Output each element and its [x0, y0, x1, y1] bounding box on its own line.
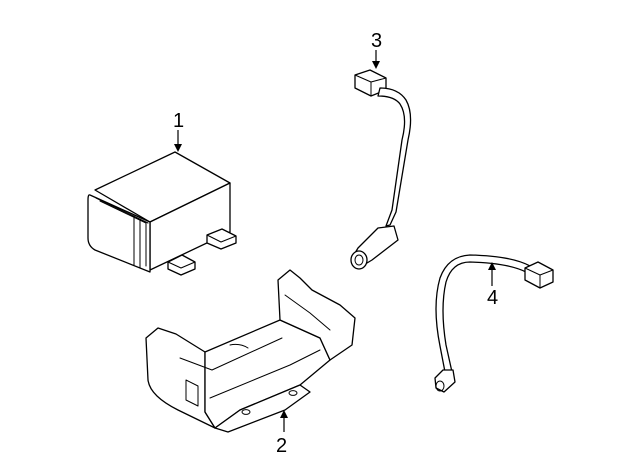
callout-4-label: 4 [487, 287, 498, 309]
callout-1-label: 1 [173, 110, 184, 132]
callout-4: 4 [487, 262, 498, 309]
callout-2: 2 [276, 410, 288, 457]
callout-1: 1 [173, 110, 184, 152]
callout-3-label: 3 [371, 30, 382, 52]
vent-hose-part[interactable] [350, 69, 412, 270]
canister-part[interactable] [87, 151, 237, 276]
callout-2-label: 2 [276, 435, 287, 457]
callout-3: 3 [371, 30, 382, 69]
bracket-part[interactable] [145, 269, 356, 433]
wire-harness-part[interactable] [434, 254, 554, 393]
